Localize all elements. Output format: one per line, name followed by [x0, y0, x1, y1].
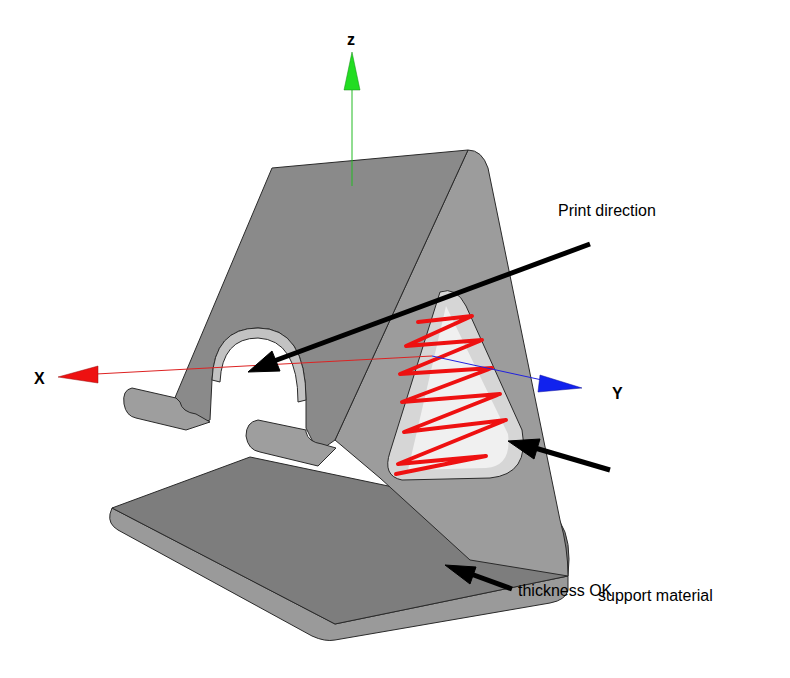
leader-line: [274, 244, 590, 361]
callout-label: thickness OK: [518, 581, 612, 600]
axis-label: z: [347, 30, 355, 49]
leader-arrowhead: [508, 439, 540, 459]
leader-line: [535, 448, 610, 470]
x-arrowhead: [58, 366, 98, 383]
arch-inner: [212, 328, 306, 402]
support-scribble: [396, 316, 506, 474]
y-axis: [432, 356, 542, 380]
axis-label: X: [34, 369, 45, 388]
z-axis: [352, 86, 353, 186]
y-arrowhead: [538, 375, 582, 392]
side-opening: [388, 291, 524, 480]
leader-arrowhead: [445, 565, 476, 584]
leader-arrowhead: [248, 351, 280, 372]
leader-line: [471, 574, 512, 589]
callout-label: support material: [598, 586, 713, 605]
side-opening-inner: [408, 306, 509, 470]
right-hook: [246, 420, 336, 466]
callout-label: Print direction: [558, 201, 656, 220]
axis-label: Y: [612, 384, 623, 403]
back-plate: [174, 150, 468, 452]
left-hook: [124, 388, 210, 430]
z-arrowhead: [344, 52, 360, 90]
